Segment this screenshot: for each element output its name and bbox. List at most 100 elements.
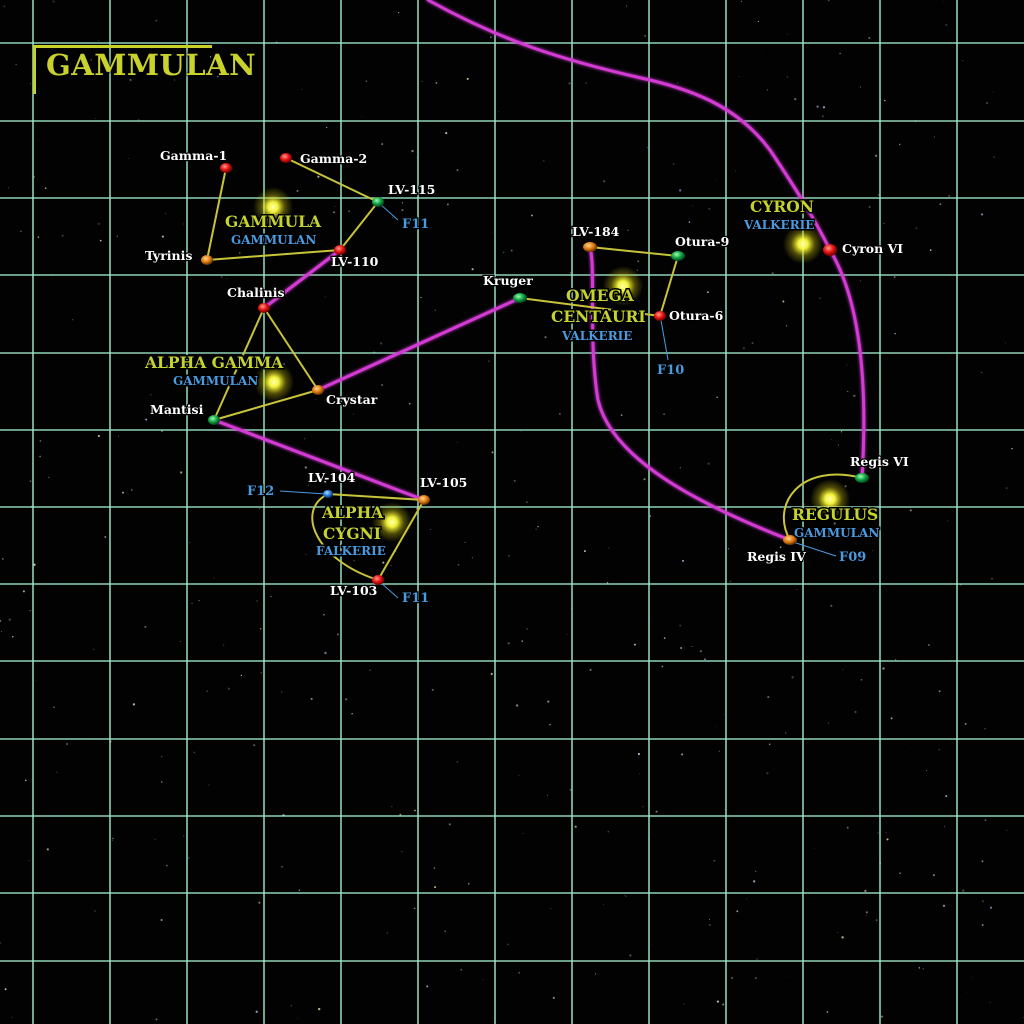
background-star: [507, 642, 510, 645]
planet-cyron-vi-marker[interactable]: [823, 244, 837, 256]
fleet-label-lv103[interactable]: F11: [401, 590, 431, 608]
planet-regis-iv-marker[interactable]: [783, 535, 797, 545]
planet-kruger-marker[interactable]: [513, 293, 527, 303]
sun-regulus[interactable]: [810, 479, 850, 519]
background-star: [637, 752, 641, 756]
background-star: [794, 97, 797, 101]
background-star: [518, 774, 520, 776]
hyperlane-north-cyron[interactable]: [426, 0, 832, 252]
background-star: [160, 781, 163, 783]
planet-crystar-marker[interactable]: [312, 385, 324, 395]
background-star: [413, 907, 416, 910]
background-star: [209, 56, 212, 58]
background-star: [15, 63, 17, 66]
link-lv184-otura9: [589, 246, 679, 257]
link-kruger-otura6: [519, 297, 661, 317]
hyperlane-mantisi-lv105[interactable]: [212, 418, 426, 502]
planet-chalinis-marker[interactable]: [258, 303, 270, 313]
sun-omega-centauri[interactable]: [603, 266, 643, 306]
planet-lv-110-marker[interactable]: [334, 245, 346, 255]
planet-mantisi-marker[interactable]: [208, 415, 220, 425]
background-star: [716, 1000, 719, 1003]
background-star: [391, 216, 393, 218]
background-star: [860, 678, 863, 681]
background-star: [160, 918, 163, 922]
background-star: [981, 860, 984, 863]
planet-lv-103-marker[interactable]: [372, 575, 384, 585]
background-star: [471, 557, 473, 559]
planet-otura-6-marker[interactable]: [654, 311, 666, 321]
background-star: [448, 823, 451, 826]
sun-gammula[interactable]: [253, 187, 293, 227]
sun-alpha-cygni[interactable]: [372, 502, 412, 542]
background-star: [814, 848, 816, 850]
planet-tyrinis-marker[interactable]: [201, 255, 213, 265]
planet-gamma-2-marker[interactable]: [280, 153, 292, 163]
link-lv105-lv103: [377, 499, 425, 581]
background-star: [97, 222, 100, 226]
background-star: [318, 1007, 321, 1011]
background-star: [751, 342, 754, 345]
background-star: [324, 296, 326, 298]
hyperlane-cyron-regis[interactable]: [828, 248, 866, 480]
background-star: [787, 33, 789, 35]
background-star: [44, 187, 47, 190]
fleet-label-otura6[interactable]: F10: [656, 362, 686, 380]
background-star: [301, 88, 303, 90]
planet-lv-105-marker[interactable]: [418, 495, 430, 505]
background-star: [53, 706, 55, 708]
planet-label-crystar: Crystar: [326, 392, 378, 407]
background-star: [37, 138, 39, 140]
faction-alpha-gamma: GAMMULAN: [173, 374, 258, 388]
background-star: [227, 687, 231, 690]
background-star: [839, 52, 841, 55]
background-star: [537, 525, 539, 528]
background-star: [547, 700, 550, 703]
sun-alpha-gamma[interactable]: [254, 362, 294, 402]
hyperlane-crystar-kruger[interactable]: [316, 296, 522, 392]
background-star: [39, 455, 42, 458]
background-star: [188, 857, 190, 859]
background-star: [546, 794, 548, 796]
background-star: [382, 561, 385, 564]
background-star: [24, 779, 27, 782]
fleet-label-lv115[interactable]: F11: [401, 216, 431, 234]
background-star: [333, 211, 335, 214]
background-star: [180, 471, 183, 474]
background-star: [740, 0, 743, 3]
background-star: [324, 480, 327, 483]
planet-lv-104-marker[interactable]: [323, 490, 333, 498]
background-star: [716, 396, 719, 399]
hyperlane-lv184-regis[interactable]: [588, 245, 792, 542]
link-gamma2-lv115: [285, 157, 379, 203]
background-star: [111, 837, 114, 840]
planet-lv-184-marker[interactable]: [583, 242, 597, 252]
fleet-label-regis4[interactable]: F09: [838, 549, 868, 567]
background-star: [663, 413, 665, 416]
background-star: [568, 82, 571, 85]
background-star: [112, 840, 113, 842]
background-star: [296, 189, 299, 192]
planet-label-lv-115: LV-115: [388, 182, 435, 197]
planet-otura-9-marker[interactable]: [671, 251, 685, 261]
planet-lv-115-marker[interactable]: [372, 197, 384, 207]
sun-cyron[interactable]: [783, 224, 823, 264]
background-star: [713, 316, 715, 318]
background-star: [708, 207, 711, 210]
background-star: [899, 872, 901, 874]
planet-gamma-1-marker[interactable]: [220, 163, 232, 173]
background-star: [431, 688, 434, 691]
fleet-label-lv104[interactable]: F12: [246, 483, 276, 501]
background-star: [118, 435, 119, 437]
background-star: [753, 880, 756, 883]
background-star: [337, 633, 339, 636]
background-star: [530, 214, 533, 217]
background-star: [702, 242, 706, 245]
hyperlane-lv110-chalinis[interactable]: [262, 248, 342, 310]
background-star: [183, 835, 185, 837]
planet-regis-vi-marker[interactable]: [855, 473, 869, 483]
background-star: [97, 434, 101, 438]
